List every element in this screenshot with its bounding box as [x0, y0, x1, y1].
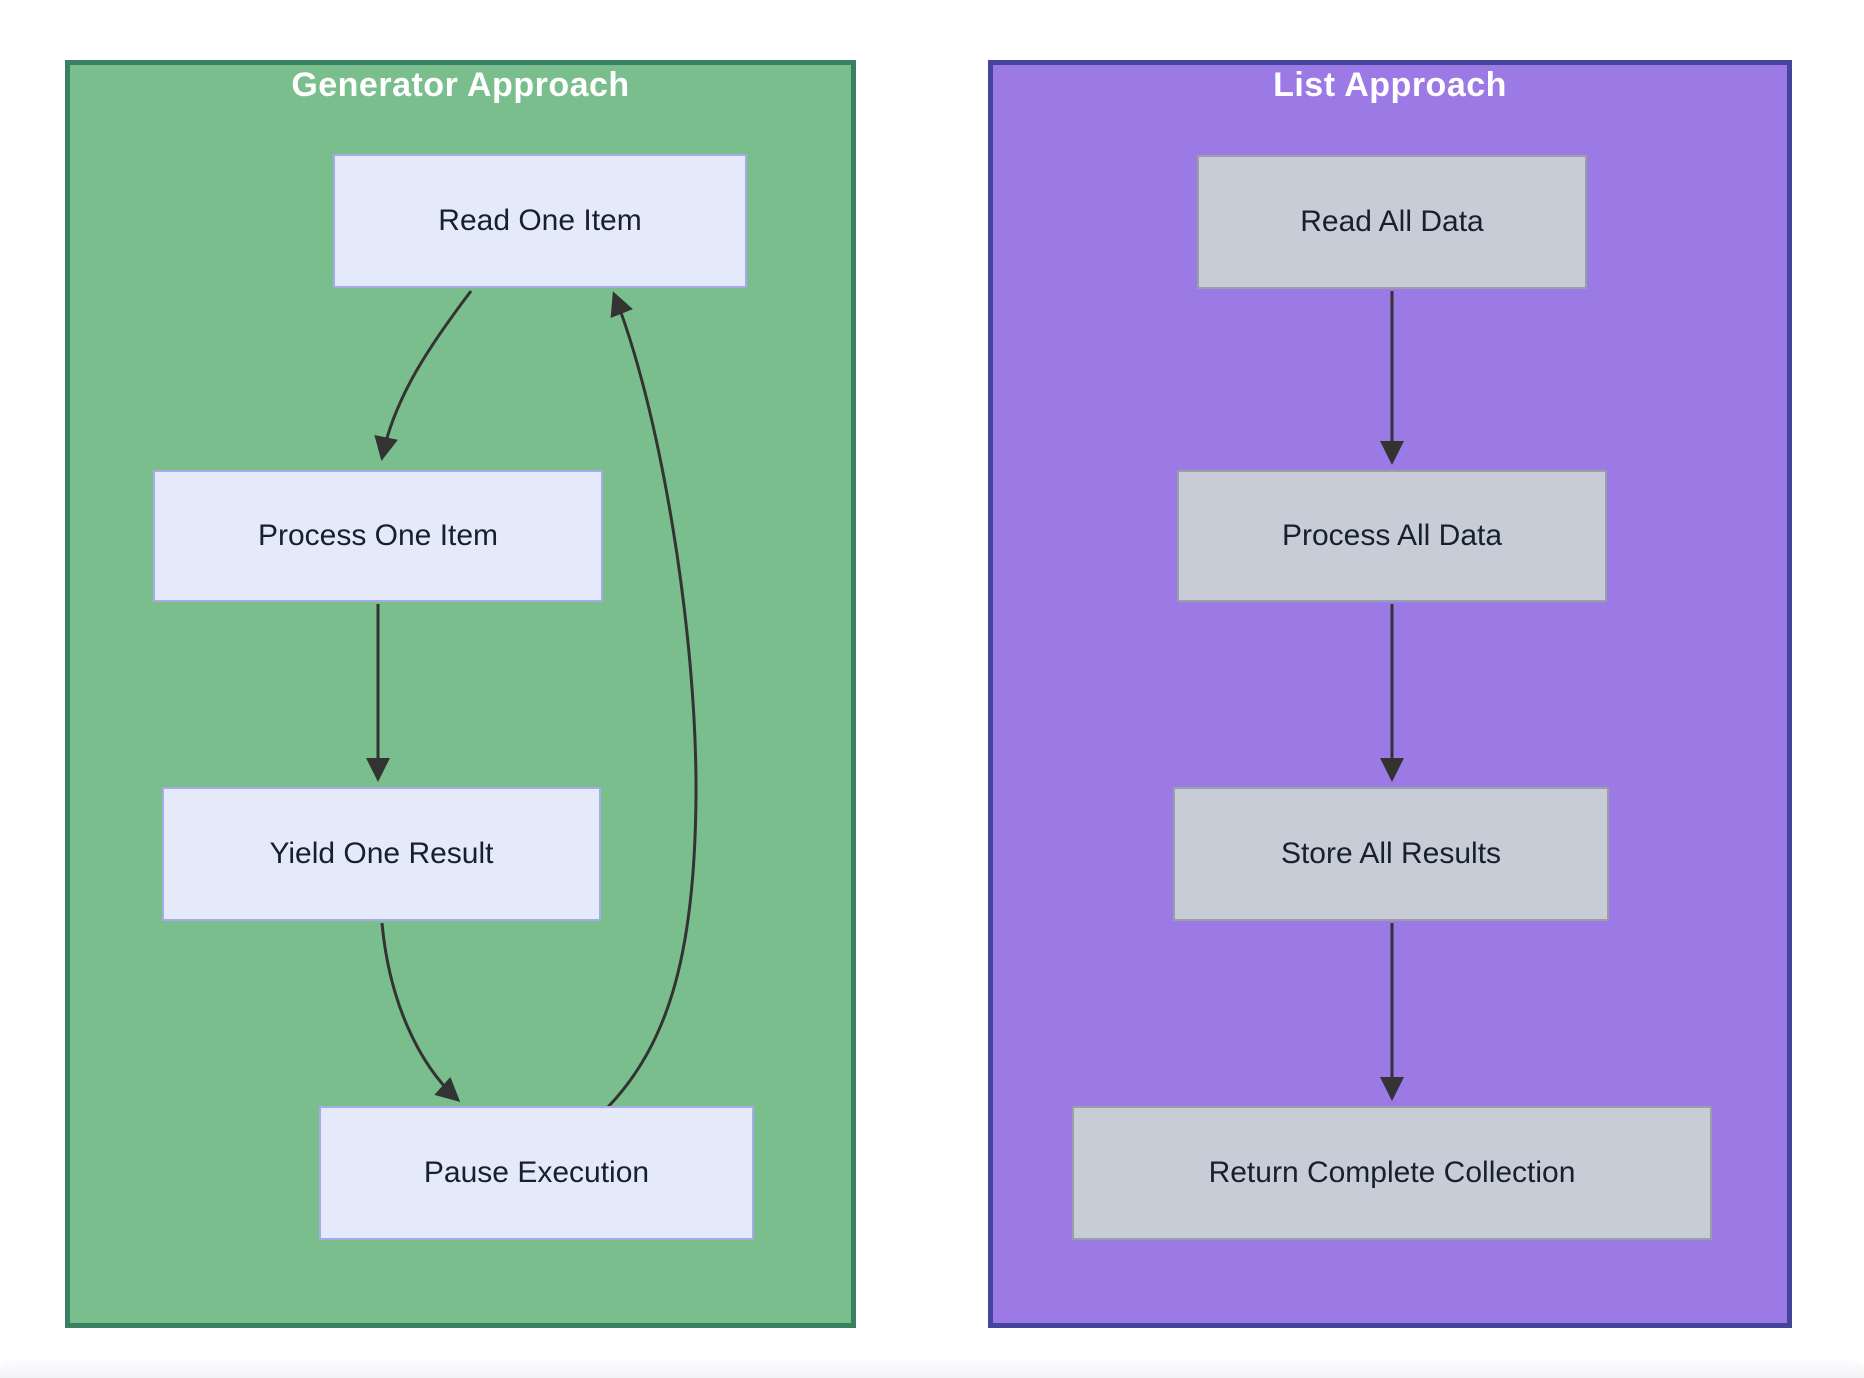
- node-label: Return Complete Collection: [1208, 1156, 1576, 1189]
- node-read-one-item: Read One Item: [333, 154, 747, 288]
- node-process-all-data: Process All Data: [1177, 470, 1607, 602]
- node-label: Process All Data: [1281, 519, 1503, 552]
- node-label: Process One Item: [257, 519, 499, 552]
- node-label: Pause Execution: [423, 1156, 650, 1189]
- node-yield-one-result: Yield One Result: [162, 787, 601, 921]
- page-bottom-strip: [0, 1360, 1864, 1378]
- node-label: Read One Item: [438, 204, 642, 237]
- node-label: Store All Results: [1280, 837, 1502, 870]
- node-pause-execution: Pause Execution: [319, 1106, 754, 1240]
- panel-title-generator-approach: Generator Approach: [291, 66, 630, 104]
- panel-title-list-approach: List Approach: [1273, 66, 1507, 104]
- node-label: Read All Data: [1300, 205, 1484, 238]
- node-process-one-item: Process One Item: [153, 470, 603, 602]
- node-return-complete-collection: Return Complete Collection: [1072, 1106, 1712, 1240]
- node-store-all-results: Store All Results: [1173, 787, 1609, 921]
- node-read-all-data: Read All Data: [1197, 155, 1587, 289]
- node-label: Yield One Result: [269, 837, 494, 870]
